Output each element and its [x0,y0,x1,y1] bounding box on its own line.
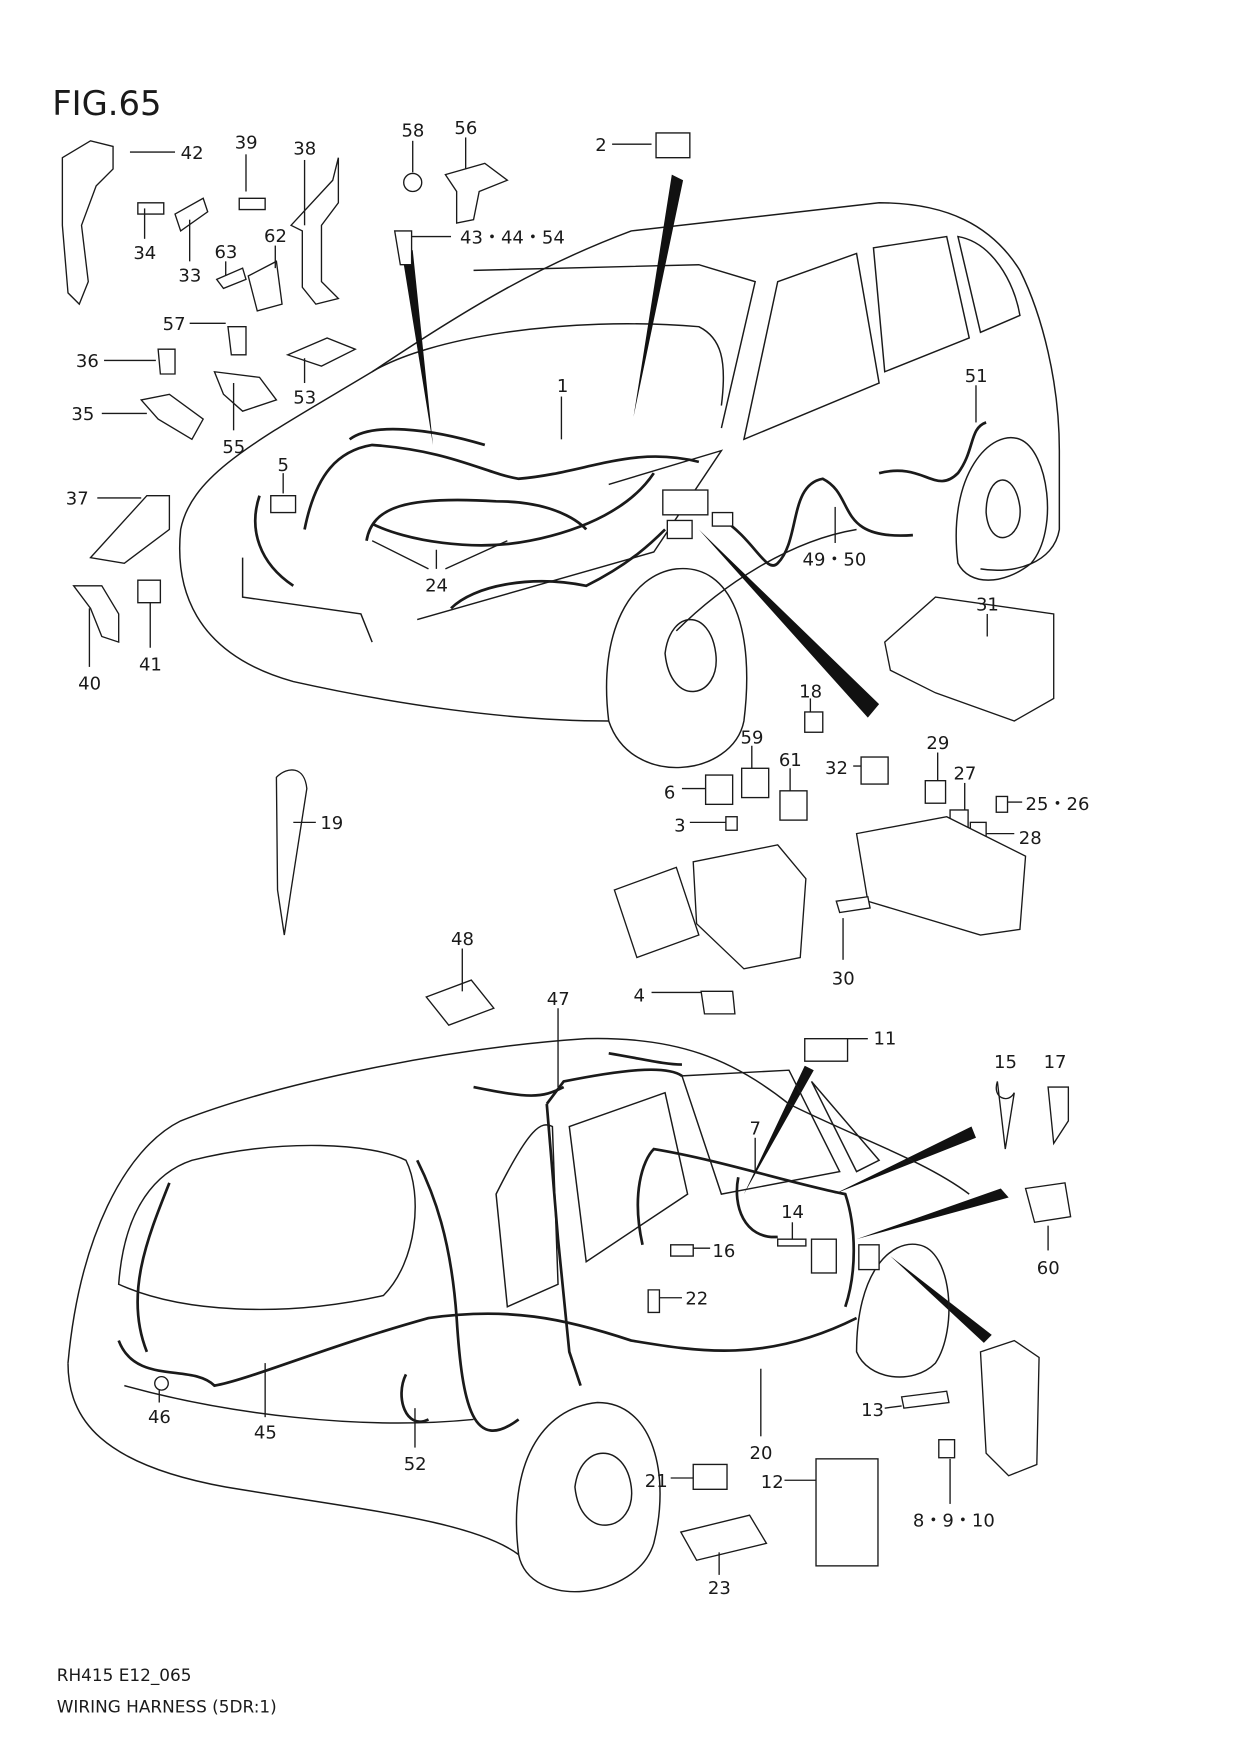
pointer-wedge [890,1256,992,1343]
callout-19: 19 [320,813,343,834]
callout-61: 61 [779,750,802,771]
callout-13: 13 [861,1400,884,1421]
callout-6: 6 [664,783,675,804]
callout-2: 2 [595,135,606,156]
callout-51: 51 [965,366,988,387]
callout-25-26: 25・26 [1026,794,1090,815]
bracket-parts [61,132,691,644]
callout-31: 31 [976,595,999,616]
callout-18: 18 [799,681,822,702]
callout-47: 47 [547,989,570,1010]
callout-56: 56 [454,118,477,139]
rear-loose-parts [154,1238,1040,1567]
callout-58: 58 [401,120,424,141]
pointer-wedge [698,529,880,718]
pointer-wedge [856,1188,1009,1240]
callout-63: 63 [214,242,237,263]
diagram-caption: WIRING HARNESS (5DR:1) [57,1696,277,1716]
callout-55: 55 [222,437,245,458]
pointer-wedge [743,1065,814,1195]
callout-3: 3 [674,815,685,836]
callout-37: 37 [66,489,89,510]
callout-24: 24 [425,575,448,596]
callout-17: 17 [1044,1052,1067,1073]
callout-49-50: 49・50 [802,550,866,571]
callout-33: 33 [178,266,201,287]
callout-62: 62 [264,226,287,247]
callout-7: 7 [750,1118,761,1139]
callout-14: 14 [781,1202,804,1223]
rear-car-outline [67,1037,970,1593]
callout-29: 29 [926,733,949,754]
callout-45: 45 [254,1423,277,1444]
callout-35: 35 [71,404,94,425]
callout-23: 23 [708,1578,731,1599]
callout-38: 38 [293,138,316,159]
pointer-wedge [633,174,684,417]
callout-27: 27 [953,764,976,785]
pointer-wedge [834,1126,976,1195]
callout-32: 32 [825,758,848,779]
callout-4: 4 [634,985,645,1006]
diagram-code: RH415 E12_065 [57,1665,192,1686]
callout-16: 16 [712,1241,735,1262]
callout-57: 57 [163,314,186,335]
callout-15: 15 [994,1052,1017,1073]
callout-1: 1 [557,376,568,397]
callout-20: 20 [750,1443,773,1464]
leader-lines [88,137,1049,1575]
callout-39: 39 [235,133,258,154]
callout-36: 36 [76,351,99,372]
callout-60: 60 [1037,1258,1060,1279]
callout-28: 28 [1019,828,1042,849]
rear-harness [117,1051,880,1432]
callout-43-44-54: 43・44・54 [460,227,565,248]
callout-48: 48 [451,929,474,950]
callout-42: 42 [181,143,204,164]
figure-title: FIG.65 [52,84,161,123]
callout-30: 30 [832,969,855,990]
callout-53: 53 [293,387,316,408]
callout-22: 22 [685,1289,708,1310]
callout-12: 12 [761,1472,784,1493]
callout-labels: 42 39 38 34 33 58 56 43・44・54 2 63 62 57… [66,118,1090,1599]
front-harness [253,421,987,610]
callout-59: 59 [741,728,764,749]
callout-5: 5 [278,455,289,476]
callout-11: 11 [873,1028,896,1049]
callout-34: 34 [133,243,156,264]
callout-52: 52 [404,1454,427,1475]
pointer-wedge [401,250,433,445]
callout-41: 41 [139,654,162,675]
callout-21: 21 [645,1471,668,1492]
callout-46: 46 [148,1407,171,1428]
callout-40: 40 [78,673,101,694]
fuse-relay-parts [275,596,1072,1224]
callout-8-9-10: 8・9・10 [913,1510,995,1531]
